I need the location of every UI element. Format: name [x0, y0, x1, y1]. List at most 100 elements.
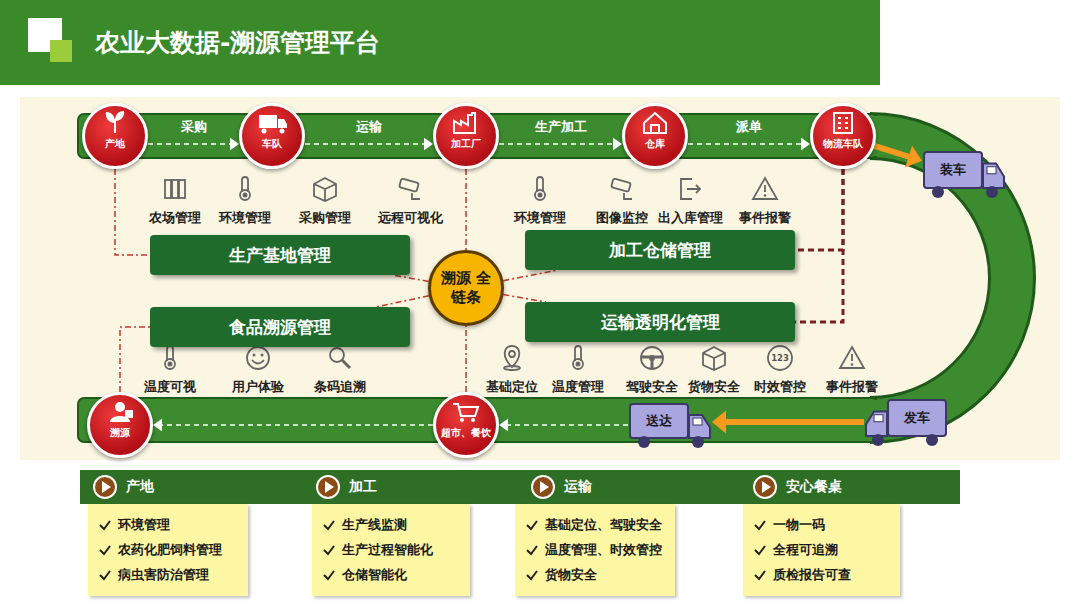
edge-label: 运输 [356, 118, 382, 136]
card-body: 环境管理农药化肥饲料管理病虫害防治管理 [88, 504, 248, 596]
module-box: 生产基地管理 [150, 235, 410, 275]
card-header: 加工 [305, 470, 515, 504]
icon-glyph [768, 346, 792, 370]
connector-line [499, 143, 615, 145]
card-header: 运输 [520, 470, 738, 504]
connector [688, 138, 810, 150]
check-mark [98, 518, 112, 532]
check-mark [322, 543, 336, 557]
icon-caption: 图像监控 [596, 209, 648, 227]
connector-line [795, 169, 843, 322]
card-item-text: 病虫害防治管理 [118, 566, 209, 584]
module-box: 食品溯源管理 [150, 307, 410, 347]
connector-line [503, 270, 558, 281]
card-item: 农药化肥饲料管理 [98, 537, 240, 562]
card-item-text: 货物安全 [545, 566, 597, 584]
card-item-text: 生产线监测 [342, 516, 407, 534]
card-item: 一物一码 [753, 512, 892, 537]
card-item: 温度管理、时效管控 [525, 537, 667, 562]
feature-card: 产地环境管理农药化肥饲料管理病虫害防治管理 [82, 470, 300, 596]
icon-glyph [240, 177, 250, 200]
hub-label: 溯源 全链条 [440, 269, 492, 308]
process-circle: 超市、餐饮 [433, 392, 499, 458]
icon-caption: 基础定位 [486, 378, 538, 396]
circle-icon [625, 106, 685, 166]
card-header: 安心餐桌 [742, 470, 958, 504]
connector [115, 169, 150, 255]
connector [466, 169, 467, 250]
icon-glyph [535, 177, 545, 200]
process-circle: 产地 [82, 103, 148, 169]
play-icon [315, 474, 341, 500]
connector-line [506, 424, 628, 426]
truck-node: 发车 [864, 396, 948, 448]
module-box: 运输透明化管理 [525, 302, 795, 342]
icon-glyph [165, 180, 185, 198]
arrow-head [905, 146, 922, 168]
card-item: 货物安全 [525, 562, 667, 587]
arrow-head [153, 419, 162, 431]
play-icon [530, 474, 556, 500]
card-title: 产地 [126, 478, 154, 496]
card-strip [80, 470, 960, 504]
icon-caption: 事件报警 [826, 378, 878, 396]
icon-caption: 环境管理 [219, 209, 271, 227]
icon-glyph [753, 178, 777, 199]
process-circle: 仓库 [622, 103, 688, 169]
circle-icon [813, 106, 873, 166]
logo-square [50, 40, 72, 62]
connector-line [160, 424, 433, 426]
icon-glyph [611, 178, 632, 199]
circle-label: 产地 [85, 137, 145, 151]
card-header: 产地 [82, 470, 300, 504]
truck-node: 装车 [922, 148, 1006, 200]
icon-glyph [330, 348, 350, 368]
card-item-text: 全程可追溯 [773, 541, 838, 559]
icon-caption: 温度管理 [552, 378, 604, 396]
icon-caption: 时效管控 [754, 378, 806, 396]
feature-card: 安心餐桌一物一码全程可追溯质检报告可查 [742, 470, 958, 596]
circle-icon [242, 106, 302, 166]
circle-label: 超市、餐饮 [436, 426, 496, 440]
connector-line [503, 295, 546, 302]
panel [20, 97, 1060, 460]
truck-label: 发车 [888, 410, 946, 427]
circle-icon [436, 106, 496, 166]
connector [795, 169, 843, 322]
title-bar [0, 0, 880, 85]
check-mark [525, 543, 539, 557]
process-circle: 物流车队 [810, 103, 876, 169]
process-circle: 加工厂 [433, 103, 499, 169]
connector [795, 169, 843, 250]
box-label: 食品溯源管理 [229, 316, 331, 339]
connector [153, 419, 433, 431]
connector [503, 295, 546, 302]
connector-line [875, 146, 912, 158]
truck-node: 送达 [628, 400, 712, 450]
connector-line [465, 326, 467, 392]
check-mark [98, 568, 112, 582]
icon-caption: 出入库管理 [658, 209, 723, 227]
circle-label: 车队 [242, 137, 302, 151]
card-item: 生产线监测 [322, 512, 462, 537]
connector [393, 275, 429, 281]
circle-label: 加工厂 [436, 137, 496, 151]
card-item-text: 生产过程智能化 [342, 541, 433, 559]
check-mark [322, 518, 336, 532]
truck-label: 装车 [924, 162, 982, 179]
connector-line [393, 275, 429, 281]
road [870, 136, 1012, 420]
box-label: 运输透明化管理 [601, 311, 720, 334]
icon-glyph [840, 347, 864, 368]
connector [712, 411, 864, 434]
arrow-head [613, 138, 622, 150]
icon-glyph [573, 346, 583, 369]
card-item-text: 温度管理、时效管控 [545, 541, 662, 559]
card-item-text: 质检报告可查 [773, 566, 851, 584]
edge-label: 生产加工 [535, 118, 587, 136]
process-circle: 车队 [239, 103, 305, 169]
icon-caption: 条码追溯 [314, 378, 366, 396]
icon-caption: 农场管理 [149, 209, 201, 227]
edge-label: 采购 [181, 118, 207, 136]
icon-glyph [681, 179, 700, 199]
